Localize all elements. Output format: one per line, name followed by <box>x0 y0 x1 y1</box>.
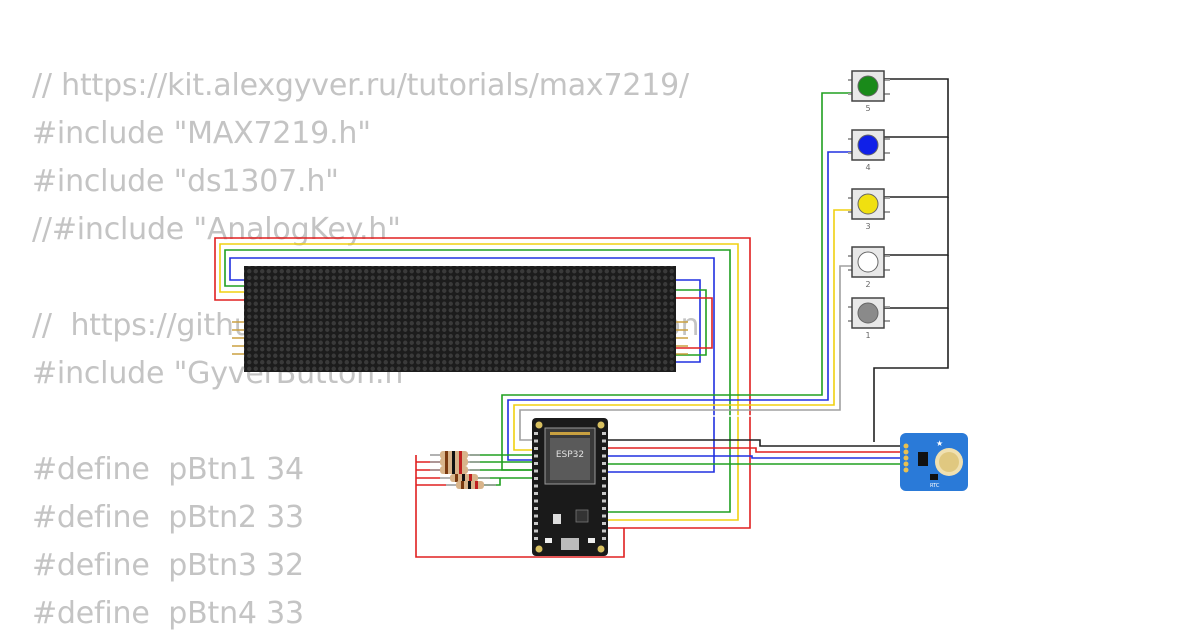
esp32-pin <box>602 432 606 435</box>
code-line: #define pBtn1 34 <box>32 452 304 487</box>
esp32-pin <box>534 462 538 465</box>
code-line: #define pBtn3 32 <box>32 548 304 583</box>
button-leg <box>882 152 890 154</box>
esp32-pin <box>602 507 606 510</box>
resistors <box>430 451 496 489</box>
code-line: // https://kit.alexgyver.ru/tutorials/ma… <box>32 68 689 103</box>
button-leg <box>882 211 890 213</box>
rtc-module: ★ RTC <box>900 433 968 491</box>
esp32-pin <box>534 529 538 533</box>
esp32-pin <box>602 537 606 540</box>
esp32-pin <box>602 529 606 533</box>
esp32-pin <box>534 507 538 510</box>
esp32-pin <box>534 522 538 525</box>
matrix-wires <box>214 237 751 529</box>
button-leg <box>882 93 890 95</box>
esp32-pin <box>602 492 606 495</box>
button-cap[interactable] <box>857 251 879 273</box>
esp32-pin <box>534 439 538 443</box>
esp32-pin <box>534 447 538 450</box>
esp32-board: ESP32 <box>532 418 608 556</box>
esp32-pin <box>534 432 538 435</box>
esp32-pin <box>534 477 538 480</box>
rtc-wires <box>608 439 902 465</box>
button-leg <box>882 269 890 271</box>
esp32-pin <box>534 454 538 458</box>
button-label: 2 <box>865 280 870 289</box>
esp32-pin <box>602 462 606 465</box>
code-line: //#include "AnalogKey.h" <box>32 212 401 247</box>
esp32-pin <box>534 514 538 518</box>
push-button-3[interactable]: 3 <box>848 188 890 231</box>
esp32-pin <box>602 499 606 503</box>
push-buttons: 5 4 3 2 1 <box>848 70 890 340</box>
esp32-pin <box>602 522 606 525</box>
button-leg <box>882 197 890 199</box>
push-button-5[interactable]: 5 <box>848 70 890 113</box>
button-label: 1 <box>865 331 870 340</box>
button-label: 3 <box>865 222 870 231</box>
button-cap[interactable] <box>857 75 879 97</box>
push-button-1[interactable]: 1 <box>848 297 890 340</box>
button-cap[interactable] <box>857 302 879 324</box>
esp32-pins-right <box>602 432 606 540</box>
esp32-label: ESP32 <box>556 450 584 460</box>
button-leg <box>882 306 890 308</box>
resistor <box>430 451 480 459</box>
esp32-pin <box>534 499 538 503</box>
button-ground-rail <box>873 78 949 442</box>
code-line: #include "MAX7219.h" <box>32 116 371 151</box>
button-label: 4 <box>865 163 870 172</box>
button-leg <box>882 79 890 81</box>
esp32-pin <box>534 469 538 473</box>
esp32-pin <box>602 447 606 450</box>
rtc-label: RTC <box>930 483 940 489</box>
code-line: #define pBtn2 33 <box>32 500 304 535</box>
code-line: #define pBtn4 33 <box>32 596 304 631</box>
esp32-pin <box>602 477 606 480</box>
button-cap[interactable] <box>857 134 879 156</box>
esp32-pin <box>534 492 538 495</box>
resistor <box>430 458 480 466</box>
button-leg <box>882 320 890 322</box>
push-button-4[interactable]: 4 <box>848 129 890 172</box>
esp32-pin <box>602 484 606 488</box>
button-leg <box>882 255 890 257</box>
star-icon: ★ <box>936 439 943 448</box>
esp32-pin <box>534 484 538 488</box>
resistor <box>430 466 480 474</box>
button-leg <box>882 138 890 140</box>
esp32-pins-left <box>534 432 538 540</box>
button-label: 5 <box>865 104 870 113</box>
led-matrix <box>232 266 688 372</box>
esp32-pin <box>602 439 606 443</box>
push-button-2[interactable]: 2 <box>848 246 890 289</box>
resistor <box>446 481 496 489</box>
esp32-pin <box>602 469 606 473</box>
esp32-pin <box>602 454 606 458</box>
button-cap[interactable] <box>857 193 879 215</box>
esp32-pin <box>534 537 538 540</box>
code-line: #include "ds1307.h" <box>32 164 339 199</box>
resistor <box>440 474 490 482</box>
esp32-pin <box>602 514 606 518</box>
